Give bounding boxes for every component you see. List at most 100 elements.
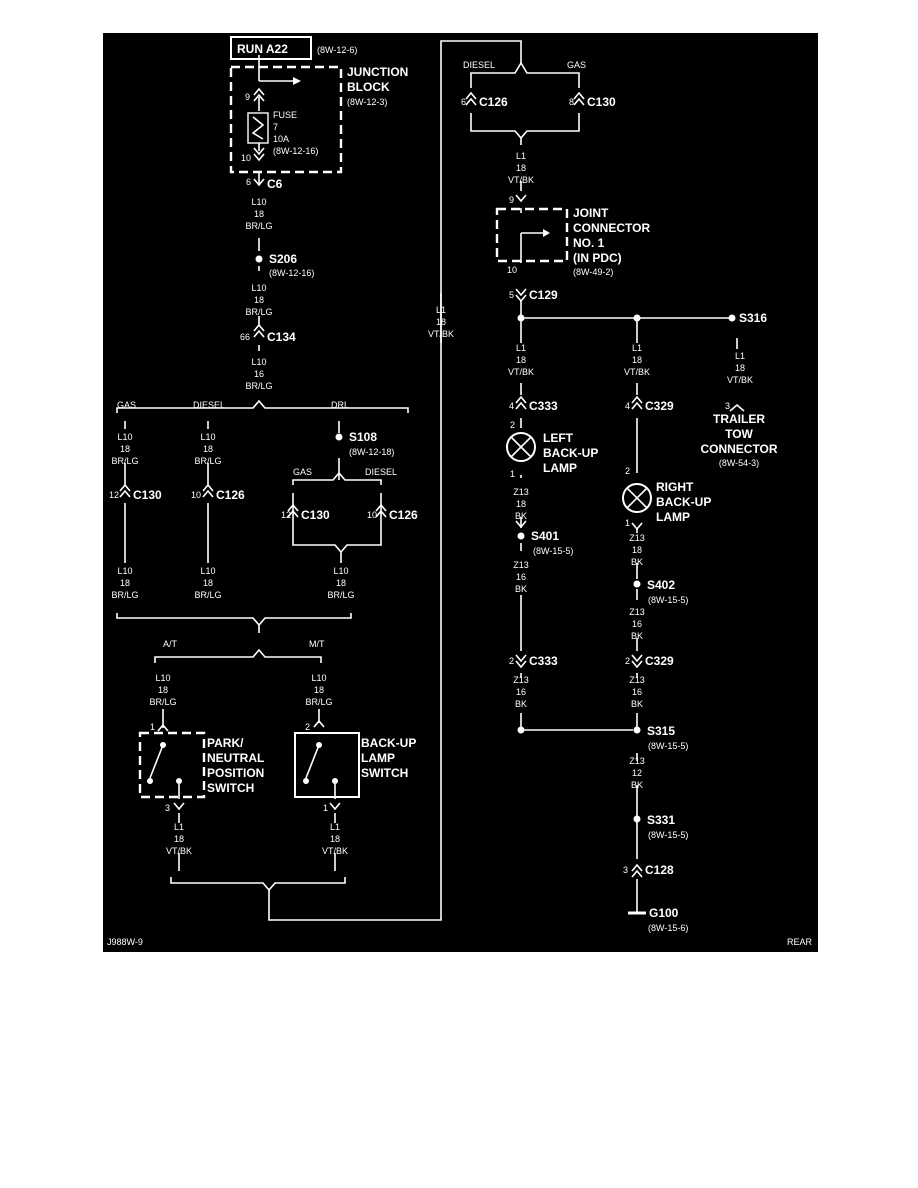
park-switch-title-2: NEUTRAL [207,751,264,765]
wire-3-color: BR/LG [245,381,272,391]
wire-11b-circuit: Z13 [629,675,645,685]
wire-11a-color: BK [515,699,527,709]
wire-2-circuit: L10 [251,283,266,293]
wire-6a-color: VT/BK [166,846,192,856]
wire-12-circuit: Z13 [629,756,645,766]
s402-label: S402 [647,578,675,592]
trailer-pin: 3 [725,401,730,411]
park-switch-pin-in: 1 [150,722,155,732]
s401-splice [517,532,525,540]
wire-7-circuit: L1 [516,151,526,161]
backup-switch-pin-out: 1 [323,803,328,813]
wire-5a-gauge: 18 [158,685,168,695]
c128-label: C128 [645,863,674,877]
branch-drl-label: DRL [331,400,349,410]
s315-splice [633,726,641,734]
c130a-label: C130 [133,488,162,502]
fuse-number: 7 [273,122,278,132]
wire-9b-circuit: Z13 [629,533,645,543]
wire-12-color: BK [631,780,643,790]
s206-splice [255,255,263,263]
branch-mt-label: M/T [309,639,325,649]
s331-splice [633,815,641,823]
wire-gas-gauge: 18 [120,444,130,454]
c129-pin: 5 [509,290,514,300]
joint-title-3: NO. 1 [573,236,605,250]
junction-pin-in: 9 [245,92,250,102]
trailer-title-2: TOW [725,427,753,441]
backup-switch-title-1: BACK-UP [361,736,416,750]
figure-code: J988W-9 [107,937,143,947]
wire-9b-gauge: 18 [632,545,642,555]
park-switch-title-3: POSITION [207,766,264,780]
wire-10b-circuit: Z13 [629,607,645,617]
junction-block-box [229,65,343,174]
wire-2-gauge: 18 [254,295,264,305]
c333-bot-pin: 2 [509,656,514,666]
trailer-ref: (8W-54-3) [719,458,759,468]
wire-6b-circuit: L1 [330,822,340,832]
wire-7-color: VT/BK [508,175,534,185]
wire-10a-color: BK [515,584,527,594]
wire-8b-gauge: 18 [632,355,642,365]
s206-ref: (8W-12-16) [269,268,314,278]
left-lamp-pin-out: 1 [510,469,515,479]
wire-3-circuit: L10 [251,357,266,367]
c329-top-label: C329 [645,399,674,413]
s402-ref: (8W-15-5) [648,595,688,605]
c329-top-pin: 4 [625,401,630,411]
run-a22-label: RUN A22 [237,42,288,56]
wire-1-gauge: 18 [254,209,264,219]
left-lamp-pin-in: 2 [510,420,515,430]
s401-label: S401 [531,529,559,543]
wire-4a-color: BR/LG [111,590,138,600]
s316-splice [728,314,736,322]
wire-8c-circuit: L1 [735,351,745,361]
left-lamp-title-1: LEFT [543,431,574,445]
s108-splice [335,433,343,441]
wire-5a-color: BR/LG [149,697,176,707]
wire-5b-gauge: 18 [314,685,324,695]
trailer-title-1: TRAILER [713,412,765,426]
s316-label: S316 [739,311,767,325]
wire-4c-circuit: L10 [333,566,348,576]
park-switch-title-4: SWITCH [207,781,254,795]
c329-bot-pin: 2 [625,656,630,666]
wire-5a-circuit: L10 [155,673,170,683]
branch2-diesel-label: DIESEL [365,467,397,477]
branch-diesel-label: DIESEL [193,400,225,410]
wire-6b-color: VT/BK [322,846,348,856]
wire-9a-color: BK [515,511,527,521]
s315-left-splice [517,726,525,734]
s206-label: S206 [269,252,297,266]
c126b-pin: 10 [367,510,377,520]
wire-long-color: VT/BK [428,329,454,339]
wire-10a-gauge: 16 [516,572,526,582]
c130b-label: C130 [301,508,330,522]
fuse-rating: 10A [273,134,289,144]
c6-label: C6 [267,177,283,191]
wire-8b-color: VT/BK [624,367,650,377]
wire-6b-gauge: 18 [330,834,340,844]
joint-connector-box [495,207,569,263]
wiring-diagram: RUN A22 (8W-12-6) JUNCTION BLOCK (8W-12-… [103,33,818,952]
s108-label: S108 [349,430,377,444]
s315-ref: (8W-15-5) [648,741,688,751]
right-lamp-title-3: LAMP [656,510,690,524]
left-wires [116,40,522,921]
wire-5b-circuit: L10 [311,673,326,683]
run-a22-ref: (8W-12-6) [317,45,357,55]
wire-9a-circuit: Z13 [513,487,529,497]
c126b-label: C126 [389,508,418,522]
top-c126-pin: 6 [461,97,466,107]
left-lamp-title-3: LAMP [543,461,577,475]
backup-lamp-switch-box [294,732,360,798]
left-lamp-title-2: BACK-UP [543,446,598,460]
wire-4b-color: BR/LG [194,590,221,600]
g100-label: G100 [649,906,679,920]
trailer-title-3: CONNECTOR [700,442,777,456]
c129-label: C129 [529,288,558,302]
wire-11b-gauge: 16 [632,687,642,697]
park-switch-title-1: PARK/ [207,736,244,750]
wire-6a-gauge: 18 [174,834,184,844]
